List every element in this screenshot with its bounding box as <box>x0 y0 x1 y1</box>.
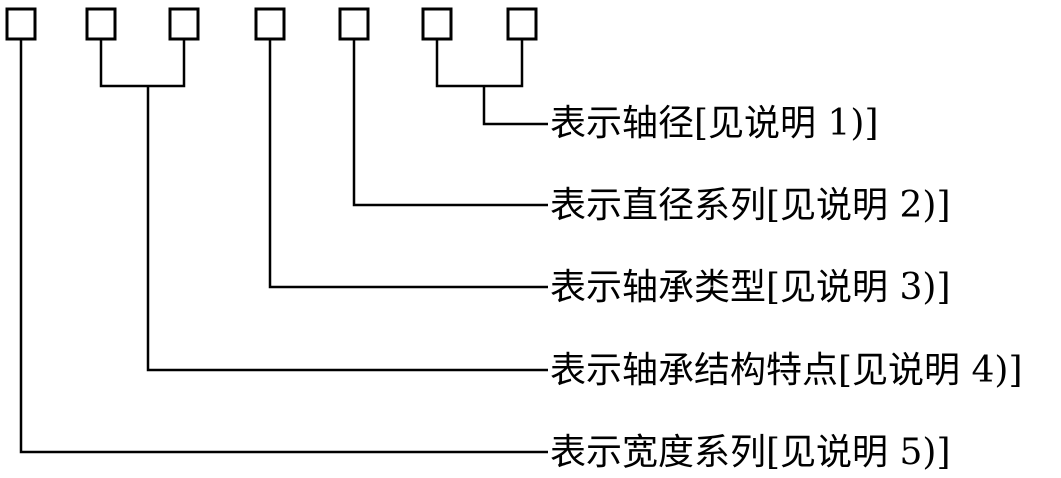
label-diameter-series: 表示直径系列[见说明 2)] <box>550 185 951 226</box>
connector-shaft-diameter-lead <box>482 86 548 126</box>
code-box-7 <box>506 7 538 41</box>
code-box-1 <box>5 7 37 41</box>
connector-diameter-series <box>352 39 548 207</box>
label-structure-features: 表示轴承结构特点[见说明 4)] <box>550 350 1023 391</box>
code-box-4 <box>254 7 286 41</box>
label-bearing-type: 表示轴承类型[见说明 3)] <box>550 267 951 308</box>
label-shaft-diameter: 表示轴径[见说明 1)] <box>550 103 879 144</box>
connector-structure-bracket <box>99 39 186 88</box>
connector-bearing-type <box>268 39 548 289</box>
connector-shaft-diameter <box>435 39 524 88</box>
code-box-5 <box>338 7 370 41</box>
connector-width-series <box>19 39 548 454</box>
label-width-series: 表示宽度系列[见说明 5)] <box>550 432 951 473</box>
connector-structure-lead <box>146 86 548 372</box>
code-box-3 <box>168 7 200 41</box>
code-box-2 <box>85 7 117 41</box>
code-box-6 <box>421 7 453 41</box>
